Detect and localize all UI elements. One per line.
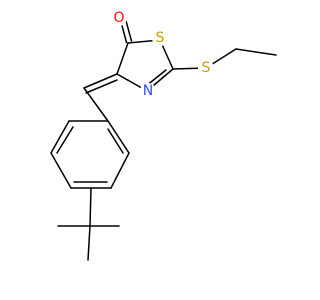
bond-ar1-ar2	[107, 120, 130, 154]
bond-ar4-ar5	[50, 152, 72, 189]
bond-ar5-ar6-inner	[56, 126, 74, 154]
bond-ch-ring	[83, 87, 109, 122]
bond-ar-tbu	[89, 187, 92, 227]
bond-c4-ch	[83, 73, 118, 89]
atom-sulfur-thioether-bg	[198, 60, 214, 76]
atom-oxygen: O	[113, 10, 124, 26]
atom-sulfur-ring-bg	[152, 30, 168, 46]
atom-sulfur-ring: S	[156, 30, 165, 46]
bond-ar2-ar3	[110, 152, 130, 189]
molecule-canvas: O S N S	[50, 10, 277, 261]
molecule-structure: O S N S	[50, 10, 277, 261]
atom-nitrogen: N	[143, 83, 153, 99]
bond-c4-c5	[116, 42, 129, 75]
bond-ch2-ch3	[235, 48, 277, 56]
bond-c5-o-double	[124, 18, 133, 42]
bond-c4-ch-double	[85, 79, 118, 94]
atom-sulfur-thioether: S	[202, 60, 211, 76]
bond-ar1-ar2-inner	[107, 128, 124, 154]
atom-oxygen-bg	[111, 10, 127, 26]
bond-ar5-ar6	[50, 120, 70, 154]
atom-nitrogen-bg	[140, 83, 156, 99]
bond-tbu-me-down	[87, 225, 91, 261]
